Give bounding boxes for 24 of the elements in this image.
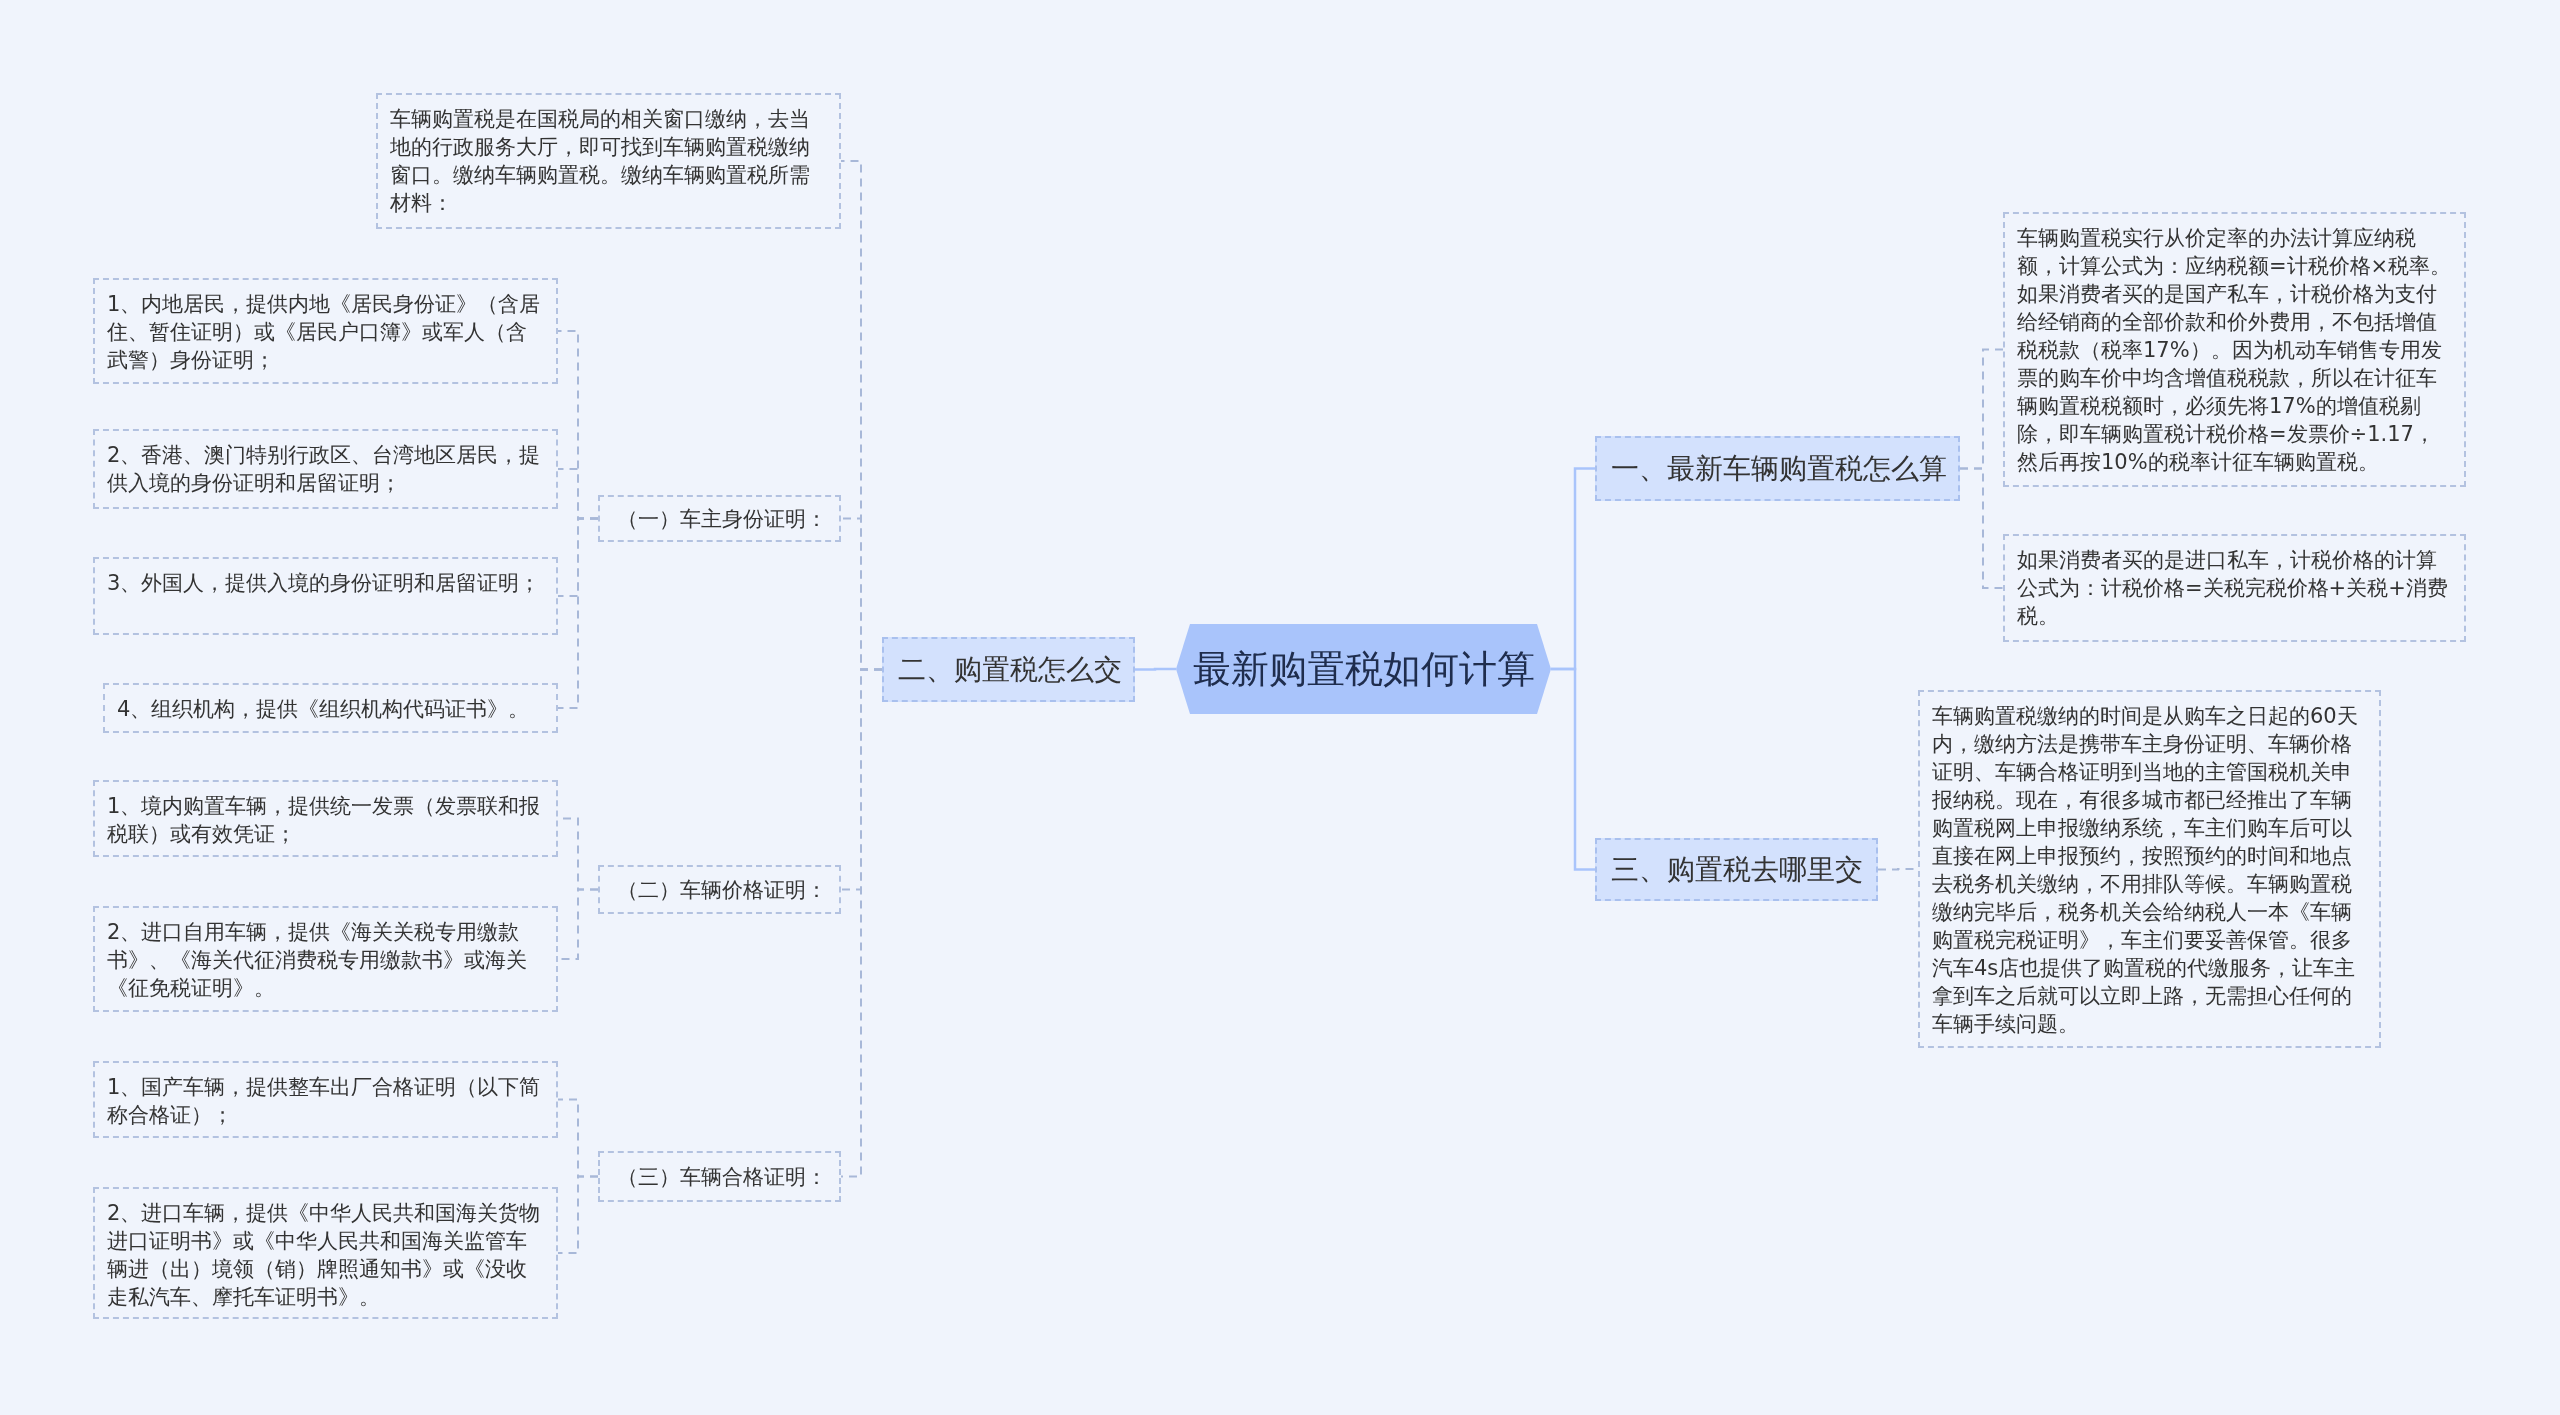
- text-box: 1、国产车辆，提供整车出厂合格证明（以下简称合格证）；: [93, 1061, 558, 1138]
- connector-line: [1135, 667, 1176, 671]
- central-topic: 最新购置税如何计算: [1176, 624, 1551, 714]
- subtopic-box: （二）车辆价格证明：: [598, 865, 841, 914]
- text-box: 4、组织机构，提供《组织机构代码证书》。: [103, 683, 558, 733]
- text-box: 3、外国人，提供入境的身份证明和居留证明；: [93, 557, 558, 635]
- connector-line: [557, 517, 599, 709]
- text-box: 车辆购置税实行从价定率的办法计算应纳税额，计算公式为：应纳税额=计税价格×税率。如果消费者买的是国产私车，计税价格为支付给经销商的全部价款和价外费用，不包括增值税税款（税率17%）。因为机动车销售专用发票的购车价中均含增值税税款，所以在计征车辆购置税税额时，必须先将17%的增值税剔除，即车辆购置税计税价格=发票价÷1.17，然后再按10%的税率计征车辆购置税。: [2003, 212, 2466, 487]
- text-box: 2、进口车辆，提供《中华人民共和国海关货物进口证明书》或《中华人民共和国海关监管车辆进（出）境领（销）牌照通知书》或《没收走私汽车、摩托车证明书》。: [93, 1187, 558, 1319]
- text-box: 2、进口自用车辆，提供《海关关税专用缴款书》、《海关代征消费税专用缴款书》或海关《征免税证明》。: [93, 906, 558, 1012]
- text-box: 1、内地居民，提供内地《居民身份证》（含居住、暂住证明）或《居民户口簿》或军人（含武警）身份证明；: [93, 278, 558, 384]
- branch-box: 一、最新车辆购置税怎么算: [1595, 436, 1960, 501]
- branch-box: 二、购置税怎么交: [882, 637, 1135, 702]
- text-box: 2、香港、澳门特别行政区、台湾地区居民，提供入境的身份证明和居留证明；: [93, 429, 558, 509]
- subtopic-box: （三）车辆合格证明：: [598, 1151, 841, 1202]
- connector-line: [1959, 467, 2004, 589]
- connector-line: [1551, 667, 1595, 871]
- text-box: 1、境内购置车辆，提供统一发票（发票联和报税联）或有效凭证；: [93, 780, 558, 857]
- text-box: 车辆购置税是在国税局的相关窗口缴纳，去当地的行政服务大厅，即可找到车辆购置税缴纳窗口。缴纳车辆购置税。缴纳车辆购置税所需材料：: [376, 93, 841, 229]
- branch-box: 三、购置税去哪里交: [1595, 838, 1878, 901]
- connector-line: [557, 1175, 599, 1254]
- text-box: 车辆购置税缴纳的时间是从购车之日起的60天内，缴纳方法是携带车主身份证明、车辆价格证明、车辆合格证明到当地的主管国税机关申报纳税。现在，有很多城市都已经推出了车辆购置税网上申报缴纳系统，车主们购车后可以直接在网上申报预约，按照预约的时间和地点去税务机关缴纳，不用排队等候。车辆购置税缴纳完毕后，税务机关会给纳税人一本《车辆购置税完税证明》，车主们要妥善保管。很多汽车4s店也提供了购置税的代缴服务，让车主拿到车之后就可以立即上路，无需担心任何的车辆手续问题。: [1918, 690, 2381, 1048]
- subtopic-box: （一）车主身份证明：: [598, 495, 841, 542]
- text-box: 如果消费者买的是进口私车，计税价格的计算公式为：计税价格=关税完税价格+关税+消费税。: [2003, 534, 2466, 642]
